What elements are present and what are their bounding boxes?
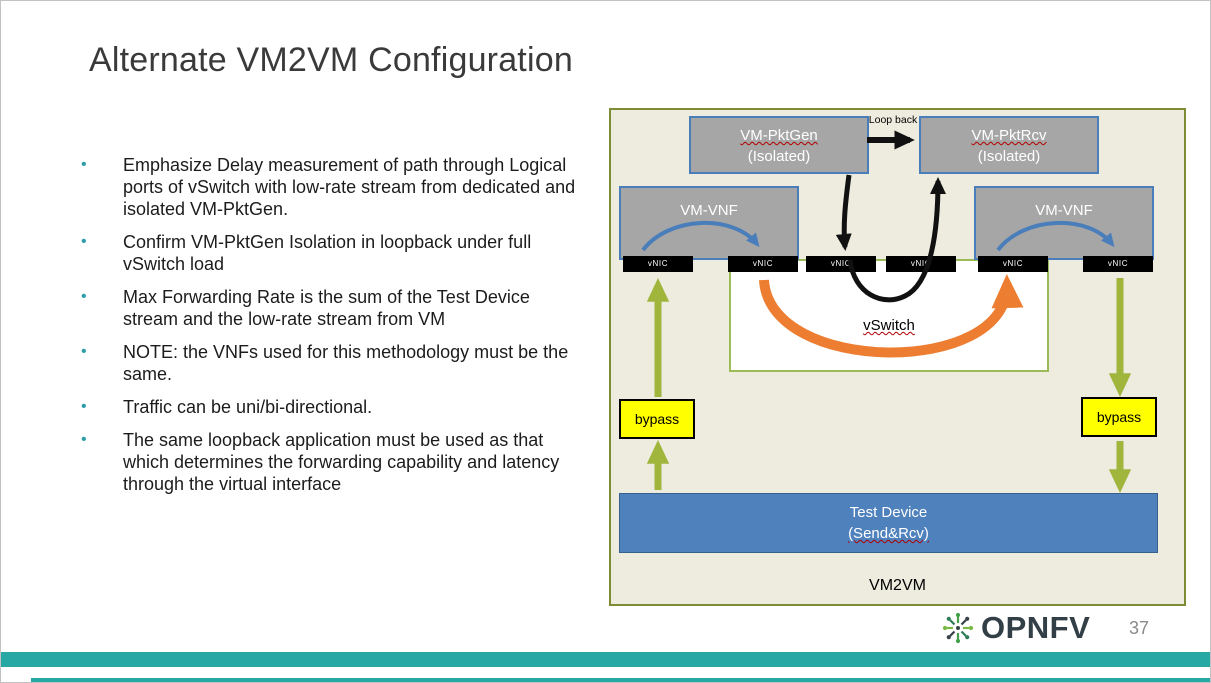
bullet-item: • Traffic can be uni/bi-directional. (79, 396, 591, 418)
vnic-box-right-1: vNIC (978, 256, 1048, 272)
vm-vnf-right-box: VM-VNF (974, 186, 1154, 260)
slide-title: Alternate VM2VM Configuration (89, 41, 573, 79)
bullet-text: NOTE: the VNFs used for this methodology… (123, 342, 569, 384)
bullet-item: • Emphasize Delay measurement of path th… (79, 154, 591, 220)
bullet-list: • Emphasize Delay measurement of path th… (79, 154, 591, 495)
opnfv-logo: OPNFV (941, 610, 1090, 646)
bullet-marker: • (81, 398, 87, 415)
vswitch-label: vSwitch (863, 317, 915, 334)
bypass-left-box: bypass (619, 399, 695, 439)
vm-pktgen-label: VM-PktGen (740, 127, 818, 144)
pktgen-down-arrow (835, 174, 852, 251)
vm-pktrcv-label: VM-PktRcv (971, 127, 1047, 144)
bullet-text: Confirm VM-PktGen Isolation in loopback … (123, 232, 532, 274)
vnic-box-middle-1: vNIC (806, 256, 876, 272)
opnfv-logo-text: OPNFV (981, 610, 1091, 645)
vnic-box-left-2: vNIC (728, 256, 798, 272)
page-number: 37 (1129, 618, 1150, 638)
bullet-marker: • (81, 431, 87, 448)
vm-pktgen-box: VM-PktGen (Isolated) (689, 116, 869, 174)
bullet-text: The same loopback application must be us… (123, 430, 560, 494)
bullet-item: • Max Forwarding Rate is the sum of the … (79, 286, 591, 330)
bottom-accent-strip (31, 678, 1210, 682)
bullet-item: • Confirm VM-PktGen Isolation in loopbac… (79, 231, 591, 275)
vm-vnf-right-label: VM-VNF (1035, 202, 1093, 219)
vm-pktrcv-box: VM-PktRcv (Isolated) (919, 116, 1099, 174)
vnic-box-middle-2: vNIC (886, 256, 956, 272)
bullet-text: Traffic can be uni/bi-directional. (123, 397, 373, 417)
bullet-marker: • (81, 343, 87, 360)
test-device-label: Test Device (849, 504, 928, 521)
vm2vm-diagram: vSwitch VM-PktGen (Isolated) Loop back V… (609, 108, 1186, 606)
test-device-box: Test Device (Send&Rcv) (619, 493, 1158, 553)
vm-vnf-left-box: VM-VNF (619, 186, 799, 260)
vm-pktgen-sublabel: (Isolated) (747, 148, 811, 165)
bypass-right-box: bypass (1081, 397, 1157, 437)
test-device-sublabel: (Send&Rcv) (848, 525, 929, 542)
bullet-item: • NOTE: the VNFs used for this methodolo… (79, 341, 591, 385)
bullet-text: Max Forwarding Rate is the sum of the Te… (123, 287, 530, 329)
vnic-box-right-2: vNIC (1083, 256, 1153, 272)
bullet-marker: • (81, 288, 87, 305)
vnic-box-left-1: vNIC (623, 256, 693, 272)
vswitch-box: vSwitch (729, 259, 1049, 372)
bullet-item: • The same loopback application must be … (79, 429, 591, 495)
bullet-marker: • (81, 233, 87, 250)
vm2vm-boundary-label: VM2VM (869, 577, 926, 594)
opnfv-burst-icon (942, 612, 974, 644)
vm-vnf-left-label: VM-VNF (680, 202, 738, 219)
loopback-label: Loop back (868, 114, 918, 126)
bullet-text: Emphasize Delay measurement of path thro… (123, 155, 576, 219)
bullet-marker: • (81, 156, 87, 173)
footer-accent-bar (1, 652, 1210, 667)
vm-pktrcv-sublabel: (Isolated) (977, 148, 1041, 165)
